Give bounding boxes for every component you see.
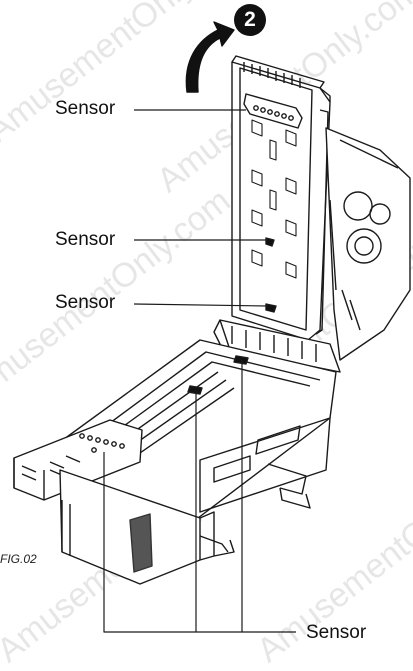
figure-label: FIG.02 (0, 552, 37, 566)
leader-lines (103, 109, 296, 633)
main-tray (59, 339, 337, 519)
step-number-badge: 2 (234, 4, 266, 36)
rotate-arrow-icon (185, 21, 235, 93)
sensor-label-mid: Sensor (55, 229, 116, 250)
sensor-label-top: Sensor (55, 98, 116, 119)
hinge-assembly (213, 319, 341, 373)
sensor-label-bottom: Sensor (306, 622, 367, 643)
machine-illustration (13, 21, 411, 633)
front-head (13, 419, 143, 501)
side-housing (325, 127, 411, 361)
lower-body (59, 463, 311, 585)
leader-line-sensor-low (133, 303, 269, 307)
raised-flap (231, 55, 331, 341)
sensor-label-low: Sensor (55, 292, 116, 313)
leader-line-bottom-a (103, 452, 296, 633)
